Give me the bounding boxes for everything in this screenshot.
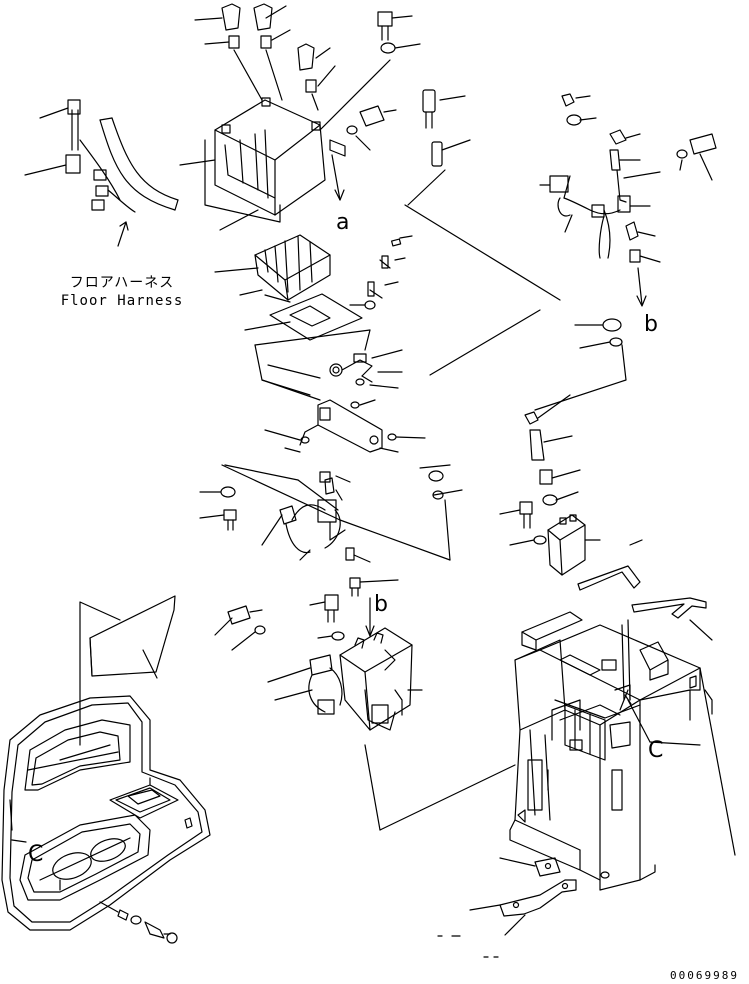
floor-harness-label-en: Floor Harness (60, 293, 184, 309)
right-fitting-assembly (540, 94, 716, 306)
callout-b-right: b (644, 312, 658, 337)
floor-harness-label: フロアハーネス Floor Harness (52, 276, 192, 308)
upper-valve-assembly (180, 4, 420, 230)
console-frame (510, 612, 735, 890)
lower-valve-assembly (215, 578, 422, 730)
connector-harness (200, 472, 370, 562)
bracket-plates (438, 858, 576, 957)
boot-and-plates (215, 235, 412, 340)
pin-spacer-set (423, 90, 470, 166)
lever-handles (578, 540, 712, 640)
callout-c-cover: C (28, 842, 44, 867)
callout-c-frame: C (648, 738, 664, 763)
switch-bracket-assembly (255, 330, 425, 452)
floor-harness-label-jp: フロアハーネス (69, 275, 175, 291)
assembly-leader-lines (222, 170, 560, 830)
floor-harness-assembly (25, 100, 178, 246)
callout-a: a (336, 210, 350, 235)
callout-b-center: b (374, 592, 388, 617)
right-fitting-stack (500, 319, 626, 575)
document-number: 00069989 (670, 969, 739, 982)
console-cover (2, 596, 210, 943)
